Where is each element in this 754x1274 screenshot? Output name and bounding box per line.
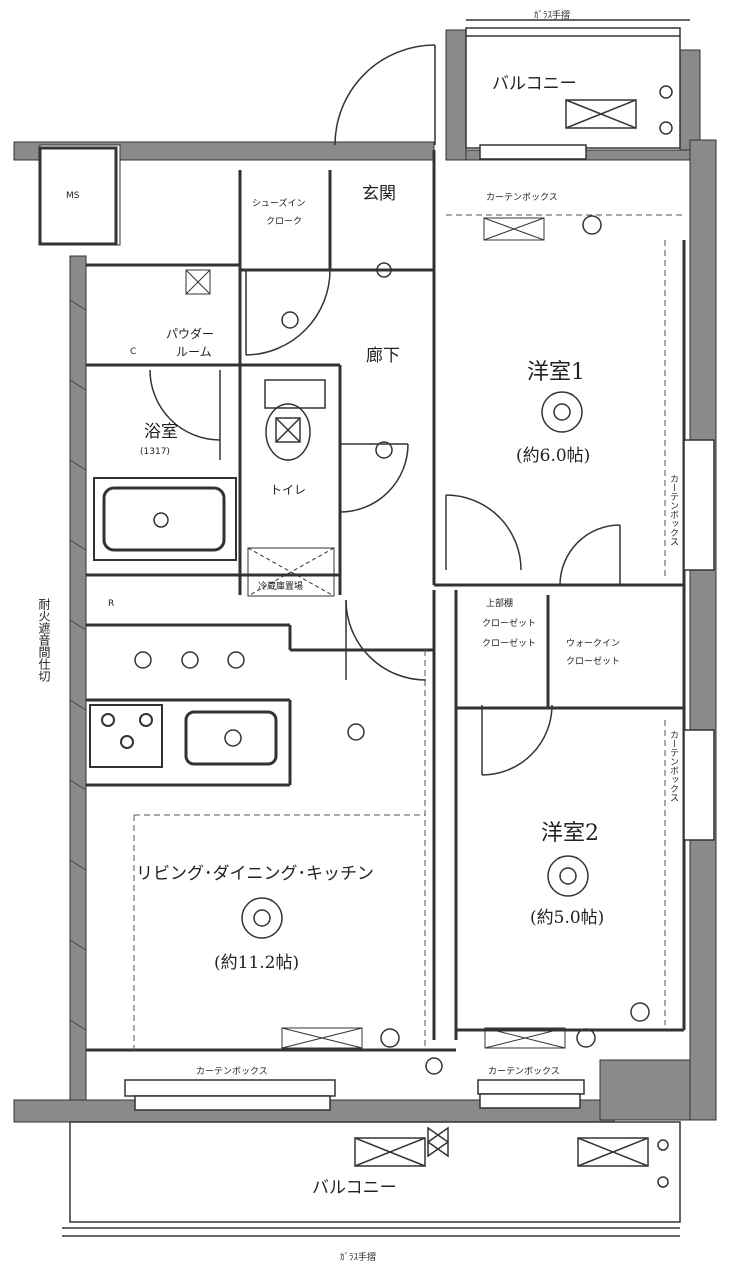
closet-label-2: クローゼット (482, 639, 537, 649)
cloak-label: クローク (266, 217, 303, 227)
powder-room-label-1: パウダー (166, 327, 215, 341)
r-mark: R (108, 599, 115, 609)
glass-rail-bottom-label: ｶﾞﾗｽ手摺 (340, 1253, 377, 1263)
powder-room-label-2: ルーム (176, 345, 212, 359)
c-mark: C (130, 347, 137, 357)
glass-rail-top-label: ｶﾞﾗｽ手摺 (534, 11, 571, 21)
curtain-box-side1-label: カーテンボックス (668, 474, 678, 546)
shoes-in-label: シューズイン (252, 199, 306, 209)
curtain-box-bottom-right-label: カーテンボックス (488, 1067, 560, 1077)
ms-label: MS (66, 191, 80, 201)
walkin-label-2: クローゼット (566, 657, 621, 667)
wall-note-label: 耐火遮音間仕切 (37, 598, 51, 682)
ldk-label: リビング･ダイニング･キッチン (136, 864, 374, 884)
balcony-top-label: バルコニー (492, 74, 577, 94)
partition-hatch (69, 299, 87, 1031)
ldk-area-label: (約11.2帖) (214, 953, 300, 973)
door-swings (149, 44, 621, 776)
closet-label-1: クローゼット (482, 619, 537, 629)
balcony-bottom-label: バルコニー (312, 1178, 397, 1198)
corridor-label: 廊下 (366, 346, 400, 366)
ms-box (38, 146, 118, 246)
curtain-box-side2-label: カーテンボックス (668, 730, 678, 802)
bath-label: 浴室 (144, 422, 178, 442)
curtain-box-top-label: カーテンボックス (486, 193, 558, 203)
toilet-label: トイレ (270, 483, 307, 497)
room1-area-label: (約6.0帖) (516, 446, 591, 466)
walkin-label-1: ウォークイン (566, 639, 621, 649)
toilet-fixture (264, 379, 326, 461)
room2-label: 洋室2 (541, 821, 599, 846)
room1-label: 洋室1 (527, 360, 585, 385)
window-sashes (124, 144, 715, 1111)
balcony-top (465, 19, 690, 149)
entrance-label: 玄関 (362, 184, 396, 204)
upper-shelf-label: 上部棚 (486, 599, 514, 609)
fridge-label: 冷蔵庫置場 (258, 582, 304, 592)
interior-walls (86, 150, 686, 1052)
dashed-lines (133, 214, 684, 1050)
kitchen-counter (89, 704, 278, 768)
vent-boxes (185, 217, 566, 1049)
curtain-box-bottom-left-label: カーテンボックス (196, 1067, 268, 1077)
fridge-area (247, 547, 335, 597)
light-fixtures (134, 215, 650, 1075)
bathtub (93, 477, 237, 561)
balcony-bottom (62, 1121, 681, 1237)
bath-size-label: (1317) (140, 447, 170, 457)
room2-area-label: (約5.0帖) (530, 908, 605, 928)
